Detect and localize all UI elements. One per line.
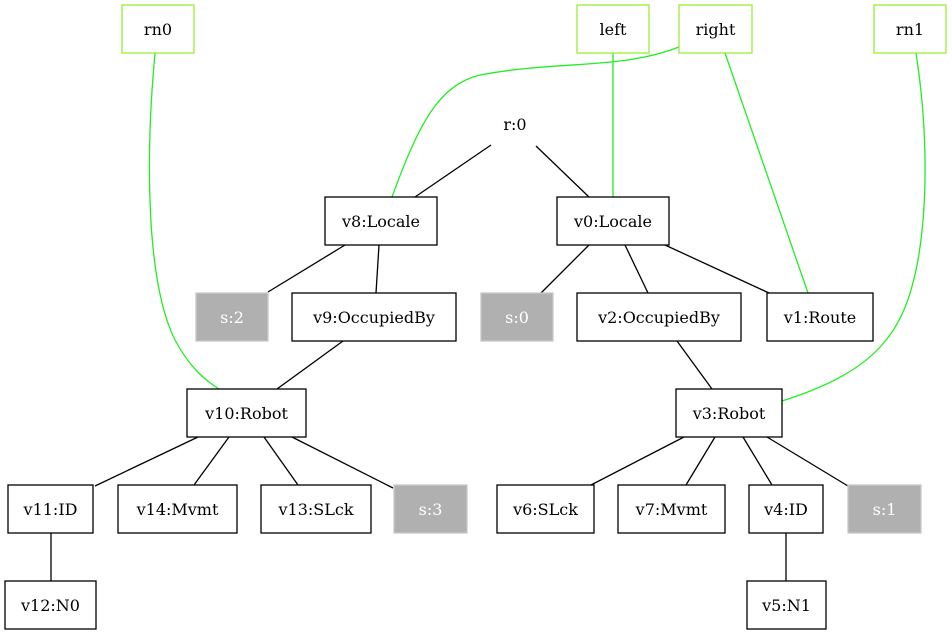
nodes-layer: r:0 rn0 left right rn1 v8:Locale v0:Locale s:2 v… xyxy=(4,4,947,630)
edge-r0-v8 xyxy=(414,144,492,198)
node-v8-box xyxy=(324,196,438,246)
node-v13-box xyxy=(260,484,372,534)
node-s3[interactable]: s:3 xyxy=(393,484,468,534)
node-v7[interactable]: v7:Mvmt xyxy=(617,484,726,534)
edge-r0-v0 xyxy=(535,145,590,198)
node-rn1-label: rn1 xyxy=(896,20,924,39)
node-v2-label: v2:OccupiedBy xyxy=(597,308,720,327)
node-s1-box xyxy=(847,484,922,534)
node-v8-label: v8:Locale xyxy=(341,212,420,231)
node-v5[interactable]: v5:N1 xyxy=(746,580,827,630)
node-v5-box xyxy=(746,580,827,630)
edge-v10-s3 xyxy=(291,436,394,489)
binding-edge-right-v1 xyxy=(724,52,809,294)
node-v3-label: v3:Robot xyxy=(692,404,766,423)
edge-v0-v2 xyxy=(624,244,649,294)
node-v10-box xyxy=(186,388,307,438)
node-v7-label: v7:Mvmt xyxy=(635,500,708,519)
binding-edge-rn0-v10 xyxy=(148,52,220,390)
edge-v3-v4 xyxy=(742,436,773,486)
node-s3-box xyxy=(393,484,468,534)
node-v14[interactable]: v14:Mvmt xyxy=(117,484,238,534)
node-v0-label: v0:Locale xyxy=(573,212,652,231)
edge-v3-v6 xyxy=(590,436,685,486)
root-node-label: r:0 xyxy=(503,115,526,134)
binding-edge-right-v8 xyxy=(391,46,680,198)
node-rn0-label: rn0 xyxy=(144,20,172,39)
node-v10-label: v10:Robot xyxy=(204,404,288,423)
node-v0-box xyxy=(556,196,670,246)
node-v2[interactable]: v2:OccupiedBy xyxy=(576,292,742,342)
node-v12-label: v12:N0 xyxy=(20,596,80,615)
node-v5-label: v5:N1 xyxy=(761,596,811,615)
node-s0[interactable]: s:0 xyxy=(480,292,554,342)
node-v7-box xyxy=(617,484,726,534)
node-v4-label: v4:ID xyxy=(763,500,808,519)
node-v12[interactable]: v12:N0 xyxy=(4,580,97,630)
node-v11-label: v11:ID xyxy=(23,500,78,519)
node-rn1-box xyxy=(873,4,947,54)
edge-v9-v10 xyxy=(276,340,344,390)
node-s1[interactable]: s:1 xyxy=(847,484,922,534)
node-rn0[interactable]: rn0 xyxy=(121,4,195,54)
node-v3-box xyxy=(675,388,783,438)
node-s0-box xyxy=(480,292,554,342)
edge-v10-v11 xyxy=(94,436,199,487)
node-s2-label: s:2 xyxy=(220,308,244,327)
node-v14-box xyxy=(117,484,238,534)
edge-v2-v3 xyxy=(676,340,713,390)
node-v4[interactable]: v4:ID xyxy=(748,484,824,534)
node-v14-label: v14:Mvmt xyxy=(136,500,219,519)
edge-v3-s1 xyxy=(766,436,849,487)
edge-v0-v1 xyxy=(664,244,770,294)
node-v9-box xyxy=(291,292,457,342)
node-v1-box xyxy=(766,292,874,342)
edge-v3-v7 xyxy=(685,436,716,486)
node-right-label: right xyxy=(696,20,736,39)
node-v4-box xyxy=(748,484,824,534)
node-rn0-box xyxy=(121,4,195,54)
node-right-box xyxy=(678,4,753,54)
edge-v8-s2 xyxy=(267,244,346,293)
node-v10[interactable]: v10:Robot xyxy=(186,388,307,438)
edge-v8-v9 xyxy=(375,244,380,294)
node-s1-label: s:1 xyxy=(873,500,897,519)
node-v9[interactable]: v9:OccupiedBy xyxy=(291,292,457,342)
node-v13-label: v13:SLck xyxy=(277,500,353,519)
node-s0-label: s:0 xyxy=(505,308,529,327)
node-v1[interactable]: v1:Route xyxy=(766,292,874,342)
node-v11[interactable]: v11:ID xyxy=(7,484,94,534)
edge-v0-s0 xyxy=(540,244,590,294)
node-v0[interactable]: v0:Locale xyxy=(556,196,670,246)
binding-edge-rn1-v3 xyxy=(781,52,926,402)
edge-v10-v14 xyxy=(193,436,230,486)
node-s2[interactable]: s:2 xyxy=(195,292,269,342)
node-left-box xyxy=(576,4,650,54)
node-v11-box xyxy=(7,484,94,534)
node-left-label: left xyxy=(600,20,628,39)
node-v6[interactable]: v6:SLck xyxy=(496,484,595,534)
edges-layer xyxy=(50,46,926,581)
node-v8[interactable]: v8:Locale xyxy=(324,196,438,246)
node-v1-label: v1:Route xyxy=(783,308,857,327)
node-left[interactable]: left xyxy=(576,4,650,54)
node-v3[interactable]: v3:Robot xyxy=(675,388,783,438)
node-v6-label: v6:SLck xyxy=(512,500,578,519)
node-v6-box xyxy=(496,484,595,534)
edge-v10-v13 xyxy=(263,436,299,486)
node-v13[interactable]: v13:SLck xyxy=(260,484,372,534)
node-right[interactable]: right xyxy=(678,4,753,54)
node-s2-box xyxy=(195,292,269,342)
node-s3-label: s:3 xyxy=(419,500,443,519)
node-v2-box xyxy=(576,292,742,342)
node-v12-box xyxy=(4,580,97,630)
node-v9-label: v9:OccupiedBy xyxy=(312,308,435,327)
node-rn1[interactable]: rn1 xyxy=(873,4,947,54)
